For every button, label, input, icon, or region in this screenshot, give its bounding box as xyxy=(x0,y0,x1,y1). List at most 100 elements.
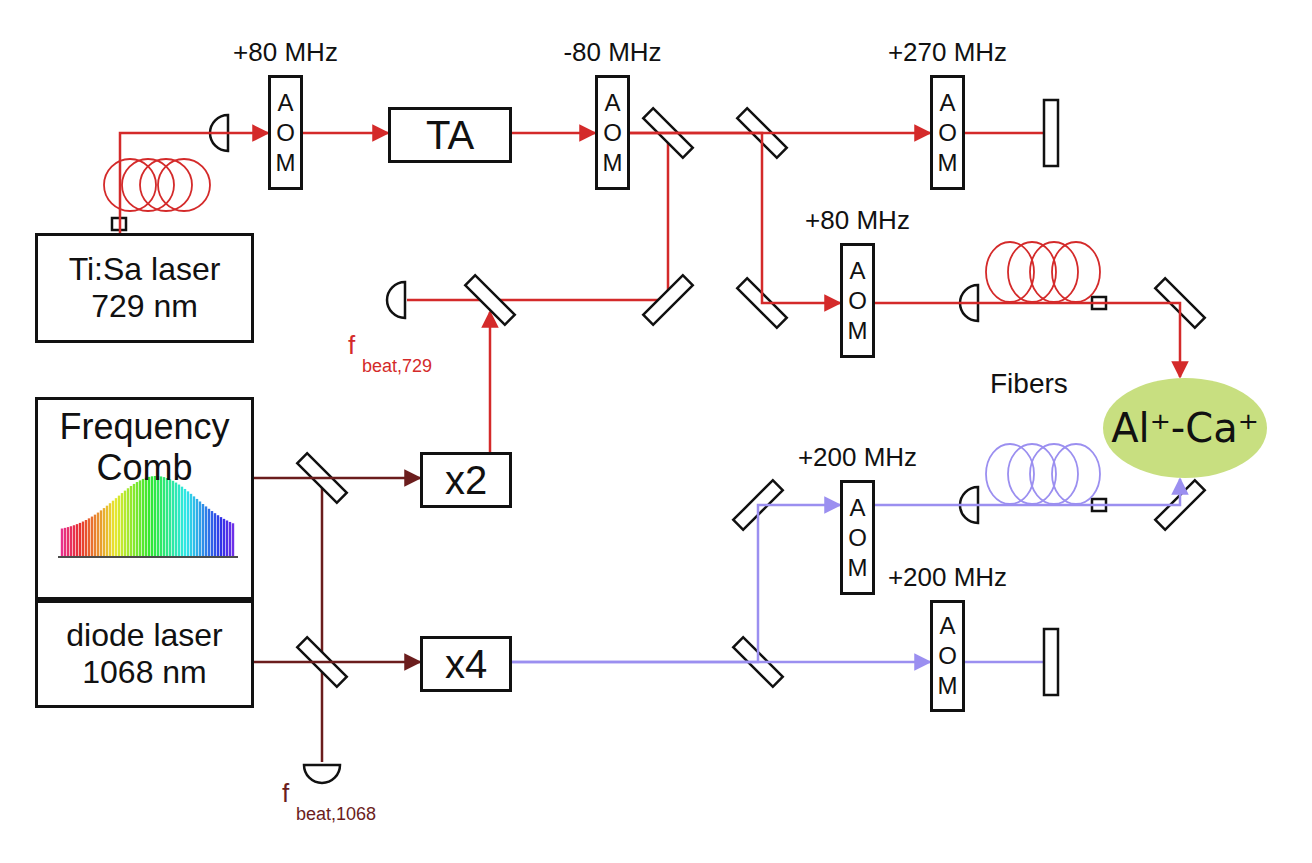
comb-line xyxy=(82,522,84,556)
beam-line xyxy=(489,312,492,452)
fiber-loop xyxy=(986,444,1034,504)
comb-line xyxy=(103,508,105,556)
comb-line xyxy=(181,487,183,556)
comb-line xyxy=(136,482,138,556)
beam-line xyxy=(965,661,1044,664)
aom-box: +80 MHzA O M xyxy=(268,75,303,190)
frequency-label: +80 MHz xyxy=(805,206,910,236)
comb-line xyxy=(193,496,195,556)
comb-line xyxy=(223,519,225,556)
aom-box: +200 MHzA O M xyxy=(840,480,875,595)
comb-line xyxy=(88,518,90,556)
mirror-group xyxy=(297,100,1204,695)
comb-line xyxy=(76,524,78,556)
comb-line xyxy=(127,488,129,556)
comb-line xyxy=(202,504,204,556)
quadrupler-box: x4 xyxy=(420,636,512,692)
comb-line xyxy=(178,485,180,556)
comb-line xyxy=(190,494,192,556)
aom-box: +80 MHzA O M xyxy=(840,243,875,358)
node-label: x4 xyxy=(439,641,493,687)
beam-connector xyxy=(254,477,420,480)
end-mirror xyxy=(1044,100,1058,166)
comb-line xyxy=(91,517,93,556)
beam-connector xyxy=(120,133,268,233)
frequency-label: -80 MHz xyxy=(563,38,661,68)
node-label: TA xyxy=(420,112,480,158)
beam-connector xyxy=(875,303,1180,377)
comb-line xyxy=(73,525,75,556)
aom-label: A O M xyxy=(844,493,870,583)
aom-label: A O M xyxy=(934,611,960,701)
comb-line xyxy=(70,526,72,556)
comb-line xyxy=(199,501,201,556)
comb-line xyxy=(220,517,222,556)
comb-line xyxy=(214,513,216,556)
beam-splitter xyxy=(465,275,514,324)
comb-line xyxy=(172,481,174,556)
fiber-loop xyxy=(1052,242,1100,302)
comb-line xyxy=(85,520,87,556)
comb-line xyxy=(115,498,117,556)
fiber-loop xyxy=(1052,444,1100,504)
comb-line xyxy=(142,479,144,556)
beam-connector xyxy=(512,661,930,664)
comb-line xyxy=(145,478,147,556)
comb-line xyxy=(217,515,219,556)
comb-line xyxy=(121,493,123,556)
comb-line xyxy=(211,511,213,556)
fiber-loop xyxy=(986,242,1034,302)
laser-box: Ti:Sa laser 729 nm xyxy=(35,233,254,343)
comb-line xyxy=(229,522,231,556)
comb-line xyxy=(109,503,111,556)
amplifier-box: TA xyxy=(388,107,512,163)
comb-line xyxy=(208,509,210,556)
comb-line xyxy=(166,478,168,556)
comb-line xyxy=(196,499,198,556)
node-label: Frequency Comb xyxy=(38,406,251,489)
fiber-label: Fibers xyxy=(990,368,1068,400)
photodetector xyxy=(304,765,340,783)
comb-line xyxy=(175,483,177,556)
aom-label: A O M xyxy=(272,88,298,178)
beam-connector xyxy=(512,505,840,662)
node-label: Al⁺-Ca⁺ xyxy=(1105,405,1265,451)
signal-subscript: beat,729 xyxy=(362,356,432,377)
comb-line xyxy=(106,506,108,556)
comb-line xyxy=(163,477,165,556)
beam-connector xyxy=(303,132,388,135)
laser-box: diode laser 1068 nm xyxy=(35,600,254,708)
beam-line xyxy=(965,132,1044,135)
comb-line xyxy=(139,480,141,556)
node-label: x2 xyxy=(439,457,493,503)
comb-line xyxy=(232,523,234,556)
frequency-label: +80 MHz xyxy=(233,38,338,68)
node-label: diode laser 1068 nm xyxy=(38,617,251,691)
beam-connector xyxy=(254,661,420,664)
comb-line xyxy=(97,513,99,556)
ion-ellipse: Al⁺-Ca⁺ xyxy=(1102,377,1268,479)
comb-box: Frequency Comb xyxy=(35,397,254,600)
beam-connector xyxy=(875,479,1180,505)
aom-label: A O M xyxy=(844,256,870,346)
comb-line xyxy=(112,501,114,556)
fiber-loop xyxy=(1008,444,1056,504)
comb-line xyxy=(148,477,150,556)
comb-line xyxy=(184,489,186,556)
comb-line xyxy=(205,506,207,556)
comb-line xyxy=(133,484,135,556)
comb-line xyxy=(130,486,132,556)
fiber-loop xyxy=(158,159,210,211)
fiber-loop xyxy=(1030,242,1078,302)
comb-line xyxy=(226,520,228,556)
photodetector xyxy=(387,282,405,318)
beam-line xyxy=(321,478,324,762)
comb-line xyxy=(187,491,189,556)
aom-label: A O M xyxy=(934,88,960,178)
comb-line xyxy=(94,515,96,556)
frequency-label: +200 MHz xyxy=(888,563,1007,593)
comb-line xyxy=(61,529,63,556)
aom-box: +200 MHzA O M xyxy=(930,600,965,712)
comb-line xyxy=(169,479,171,556)
